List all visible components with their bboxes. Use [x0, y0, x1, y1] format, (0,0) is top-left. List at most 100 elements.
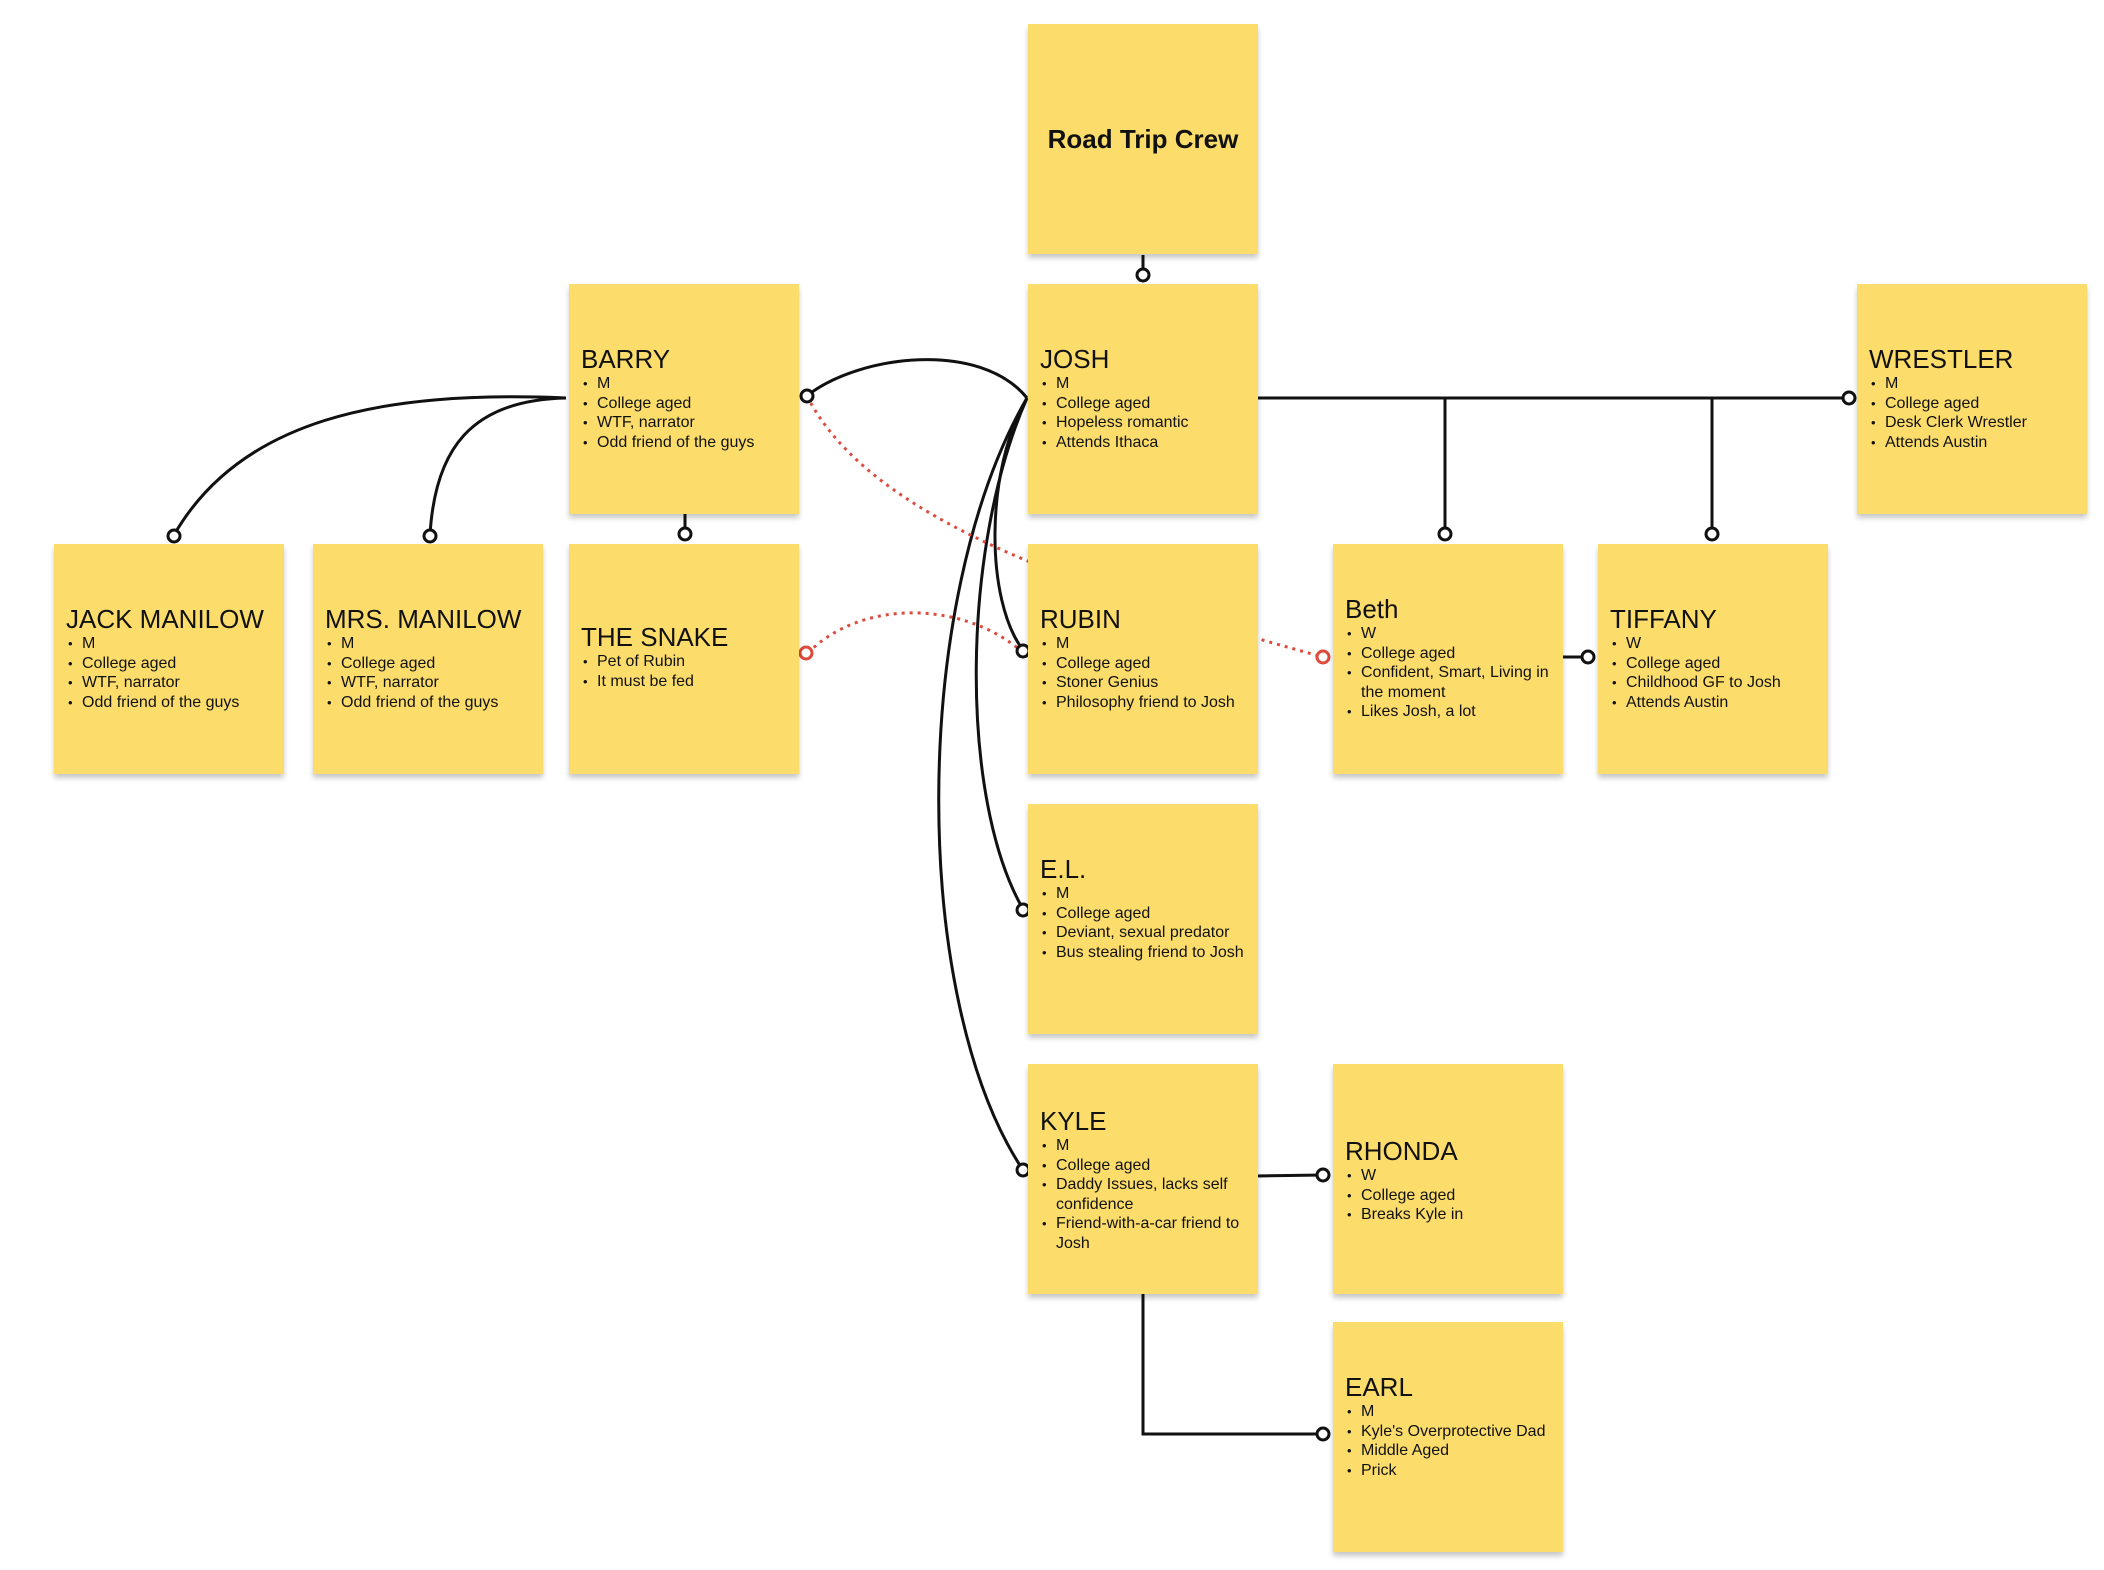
note-earl-list: M Kyle's Overprotective Dad Middle Aged … [1345, 1402, 1551, 1480]
endpoint-tiffany-left[interactable] [1580, 649, 1596, 665]
connector-barry-mrs[interactable] [428, 396, 567, 536]
endpoint-snake-right-dotted[interactable] [798, 645, 814, 661]
connector-kyle-earl[interactable] [1141, 1291, 1323, 1436]
note-wrestler[interactable]: WRESTLER M College aged Desk Clerk Wrest… [1857, 284, 2087, 514]
note-tiffany-item: W [1610, 634, 1816, 654]
note-rubin[interactable]: RUBIN M College aged Stoner Genius Philo… [1028, 544, 1258, 774]
note-jack-item: WTF, narrator [66, 673, 272, 693]
note-kyle-item: Daddy Issues, lacks self confidence [1040, 1175, 1246, 1214]
note-tiffany-item: Childhood GF to Josh [1610, 673, 1816, 693]
note-earl-title: EARL [1345, 1372, 1413, 1402]
note-kyle-list: M College aged Daddy Issues, lacks self … [1040, 1136, 1246, 1253]
note-snake-title: THE SNAKE [581, 622, 729, 652]
note-header-title: Road Trip Crew [1047, 124, 1239, 154]
endpoint-snake-top[interactable] [677, 526, 693, 542]
note-kyle-title: KYLE [1040, 1106, 1107, 1136]
note-snake-item: It must be fed [581, 672, 787, 692]
endpoint-jack-top[interactable] [166, 528, 182, 544]
note-earl-item: M [1345, 1402, 1551, 1422]
note-el-item: Bus stealing friend to Josh [1040, 943, 1246, 963]
note-rhonda-item: Breaks Kyle in [1345, 1205, 1551, 1225]
note-kyle-item: Friend-with-a-car friend to Josh [1040, 1214, 1246, 1253]
note-beth-item: College aged [1345, 644, 1551, 664]
note-kyle[interactable]: KYLE M College aged Daddy Issues, lacks … [1028, 1064, 1258, 1294]
note-earl[interactable]: EARL M Kyle's Overprotective Dad Middle … [1333, 1322, 1563, 1552]
note-wrestler-item: M [1869, 374, 2075, 394]
note-earl-item: Middle Aged [1345, 1441, 1551, 1461]
note-el-title: E.L. [1040, 854, 1087, 884]
note-jack-list: M College aged WTF, narrator Odd friend … [66, 634, 272, 712]
endpoint-wrestler[interactable] [1841, 390, 1857, 406]
note-wrestler-list: M College aged Desk Clerk Wrestler Atten… [1869, 374, 2075, 452]
note-mrs-title: MRS. MANILOW [325, 604, 522, 634]
note-mrs-list: M College aged WTF, narrator Odd friend … [325, 634, 531, 712]
note-barry-item: M [581, 374, 787, 394]
note-beth-title: Beth [1345, 594, 1399, 624]
note-rhonda-title: RHONDA [1345, 1136, 1458, 1166]
note-barry[interactable]: BARRY M College aged WTF, narrator Odd f… [569, 284, 799, 514]
note-wrestler-title: WRESTLER [1869, 344, 2014, 374]
note-earl-item: Kyle's Overprotective Dad [1345, 1422, 1551, 1442]
note-josh-item: College aged [1040, 394, 1246, 414]
endpoint-earl-left[interactable] [1315, 1426, 1331, 1442]
note-el-item: College aged [1040, 904, 1246, 924]
note-barry-title: BARRY [581, 344, 671, 374]
note-the-snake[interactable]: THE SNAKE Pet of Rubin It must be fed [569, 544, 799, 774]
note-snake-list: Pet of Rubin It must be fed [581, 652, 787, 691]
note-beth-list: W College aged Confident, Smart, Living … [1345, 624, 1551, 722]
note-beth-item: W [1345, 624, 1551, 644]
note-rubin-item: College aged [1040, 654, 1246, 674]
note-mrs-manilow[interactable]: MRS. MANILOW M College aged WTF, narrato… [313, 544, 543, 774]
note-rubin-list: M College aged Stoner Genius Philosophy … [1040, 634, 1246, 712]
note-rhonda-list: W College aged Breaks Kyle in [1345, 1166, 1551, 1225]
note-rubin-item: Stoner Genius [1040, 673, 1246, 693]
note-rubin-title: RUBIN [1040, 604, 1121, 634]
note-josh-item: Hopeless romantic [1040, 413, 1246, 433]
note-el[interactable]: E.L. M College aged Deviant, sexual pred… [1028, 804, 1258, 1034]
note-barry-item: WTF, narrator [581, 413, 787, 433]
note-beth-item: Likes Josh, a lot [1345, 702, 1551, 722]
note-barry-item: Odd friend of the guys [581, 433, 787, 453]
endpoint-tiffany-top[interactable] [1704, 526, 1720, 542]
note-rubin-item: Philosophy friend to Josh [1040, 693, 1246, 713]
endpoint-mrs-top[interactable] [422, 528, 438, 544]
note-barry-list: M College aged WTF, narrator Odd friend … [581, 374, 787, 452]
note-mrs-item: WTF, narrator [325, 673, 531, 693]
connector-barry-jack[interactable] [172, 395, 567, 536]
connector-josh-rubin[interactable] [993, 397, 1029, 651]
note-wrestler-item: Desk Clerk Wrestler [1869, 413, 2075, 433]
note-el-item: M [1040, 884, 1246, 904]
endpoint-josh-top[interactable] [1135, 267, 1151, 283]
note-beth[interactable]: Beth W College aged Confident, Smart, Li… [1333, 544, 1563, 774]
endpoint-beth-top[interactable] [1437, 526, 1453, 542]
note-tiffany-list: W College aged Childhood GF to Josh Atte… [1610, 634, 1816, 712]
note-header[interactable]: Road Trip Crew [1028, 24, 1258, 254]
note-mrs-item: Odd friend of the guys [325, 693, 531, 713]
connector-josh-el[interactable] [974, 397, 1029, 910]
note-josh-title: JOSH [1040, 344, 1110, 374]
note-el-list: M College aged Deviant, sexual predator … [1040, 884, 1246, 962]
note-rhonda[interactable]: RHONDA W College aged Breaks Kyle in [1333, 1064, 1563, 1294]
endpoint-beth-left-dotted[interactable] [1315, 649, 1331, 665]
note-josh-list: M College aged Hopeless romantic Attends… [1040, 374, 1246, 452]
endpoint-rhonda-left[interactable] [1315, 1167, 1331, 1183]
connector-snake-rubin-dotted[interactable] [806, 611, 1021, 655]
note-tiffany-title: TIFFANY [1610, 604, 1717, 634]
note-tiffany[interactable]: TIFFANY W College aged Childhood GF to J… [1598, 544, 1828, 774]
endpoint-barry-right[interactable] [799, 388, 815, 404]
note-rhonda-item: W [1345, 1166, 1551, 1186]
note-jack-manilow[interactable]: JACK MANILOW M College aged WTF, narrato… [54, 544, 284, 774]
note-josh-item: M [1040, 374, 1246, 394]
note-jack-item: College aged [66, 654, 272, 674]
note-wrestler-item: College aged [1869, 394, 2075, 414]
note-josh-item: Attends Ithaca [1040, 433, 1246, 453]
note-kyle-item: College aged [1040, 1156, 1246, 1176]
note-tiffany-item: College aged [1610, 654, 1816, 674]
connector-josh-barry[interactable] [807, 358, 1029, 399]
connector-josh-kyle[interactable] [937, 397, 1029, 1171]
connector-kyle-rhonda[interactable] [1255, 1173, 1324, 1178]
note-josh[interactable]: JOSH M College aged Hopeless romantic At… [1028, 284, 1258, 514]
note-beth-item: Confident, Smart, Living in the moment [1345, 663, 1551, 702]
note-jack-item: Odd friend of the guys [66, 693, 272, 713]
